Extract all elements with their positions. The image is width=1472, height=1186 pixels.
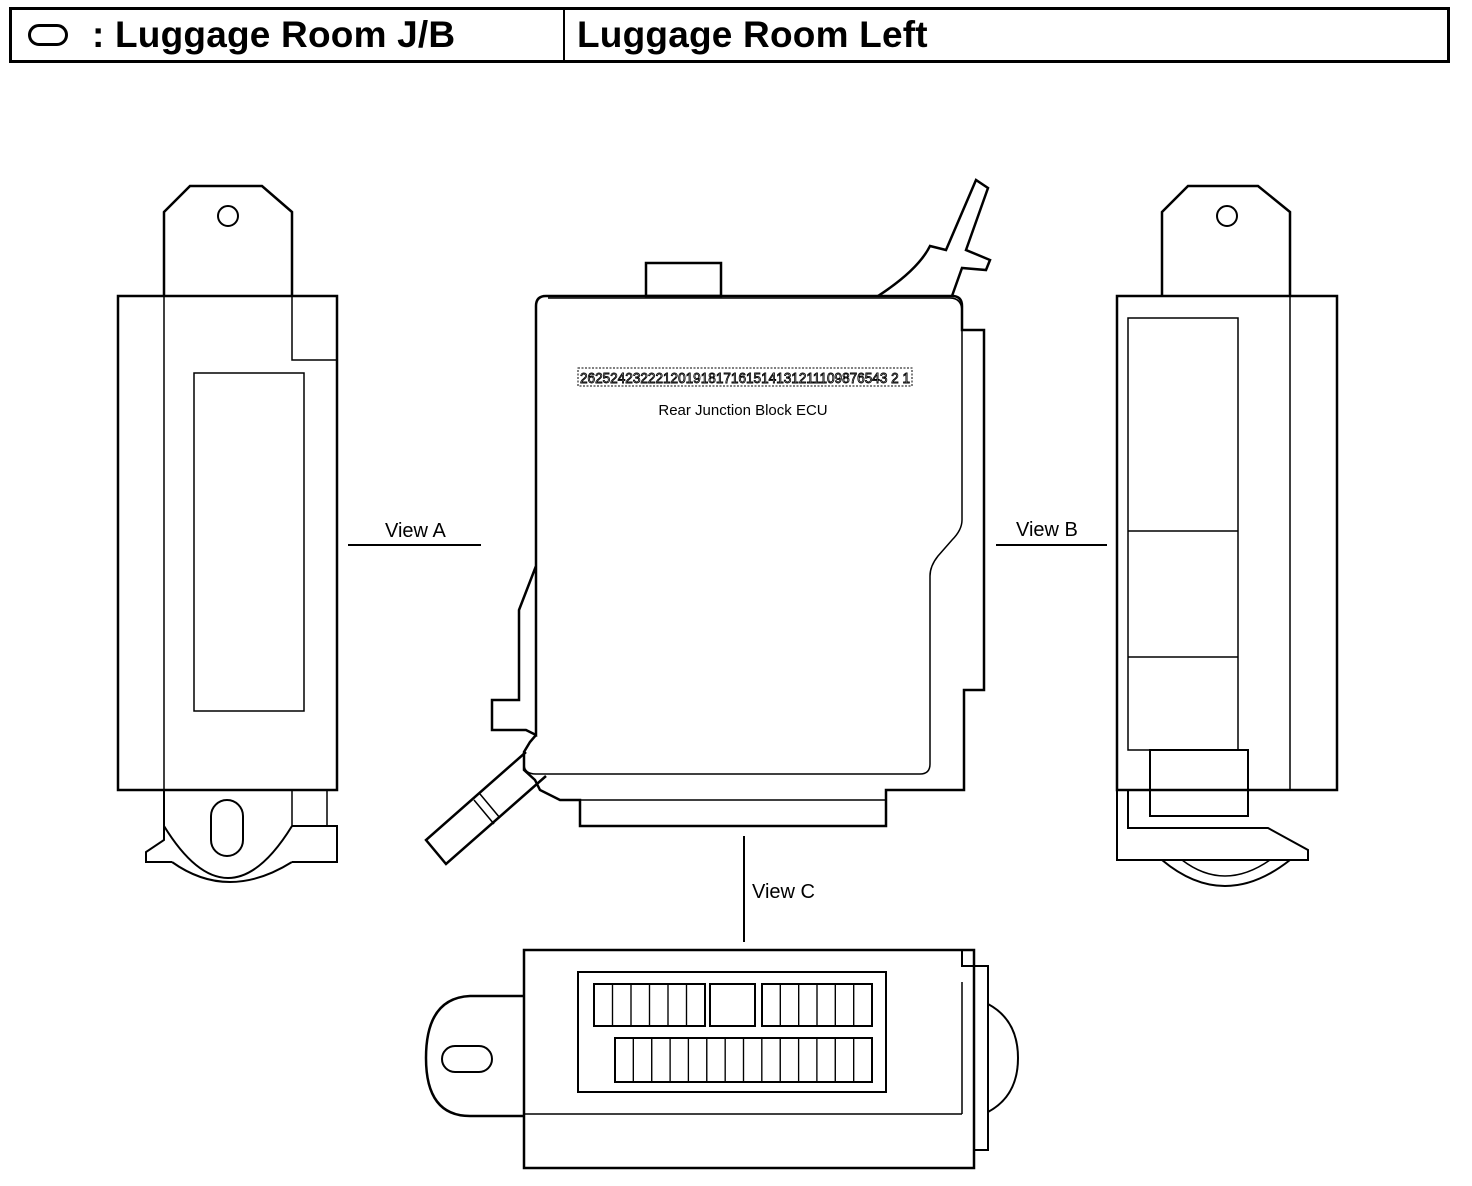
header-bar: : Luggage Room J/B Luggage Room Left — [9, 7, 1450, 63]
view-b-label: View B — [1016, 519, 1078, 541]
lower-cavity — [614, 1037, 634, 1083]
lower-cavity — [632, 1037, 653, 1083]
lower-cavity — [797, 1037, 818, 1083]
view-a-drawing — [116, 184, 339, 883]
view-c-connector-cavities — [593, 983, 873, 1083]
header-location-cell: : Luggage Room J/B — [12, 10, 565, 60]
upper-right-cavity — [834, 983, 855, 1027]
upper-right-cavity — [853, 983, 873, 1027]
lower-cavity — [834, 1037, 855, 1083]
lower-cavity — [779, 1037, 800, 1083]
lower-cavity — [816, 1037, 836, 1083]
upper-right-cavity — [779, 983, 800, 1027]
junction-block-title: : Luggage Room J/B — [92, 14, 456, 55]
upper-right-cavity — [798, 983, 818, 1027]
lower-cavity — [669, 1037, 690, 1083]
view-c-drawing — [424, 948, 1020, 1170]
lower-cavity — [651, 1037, 671, 1083]
upper-left-cavity — [630, 983, 651, 1027]
lower-cavity — [706, 1037, 726, 1083]
upper-left-cavity — [685, 983, 706, 1027]
upper-left-cavity — [593, 983, 614, 1027]
lower-cavity — [687, 1037, 708, 1083]
lower-cavity — [742, 1037, 763, 1083]
upper-middle-cavity — [709, 983, 756, 1027]
ecu-pin-numbers: 2625242322212019181716151413121110987654… — [580, 371, 910, 387]
view-b-drawing — [1115, 184, 1339, 887]
upper-left-cavity — [648, 983, 669, 1027]
view-c-label: View C — [752, 881, 815, 903]
ecu-main-body — [424, 178, 992, 866]
lower-cavity — [724, 1037, 745, 1083]
upper-right-cavity — [816, 983, 836, 1027]
view-a-label: View A — [385, 520, 446, 542]
header-position-cell: Luggage Room Left — [565, 10, 1447, 60]
upper-left-cavity — [611, 983, 632, 1027]
upper-right-cavity — [761, 983, 781, 1027]
oval-connector-icon — [28, 24, 68, 46]
position-title: Luggage Room Left — [577, 14, 928, 55]
upper-left-cavity — [667, 983, 688, 1027]
ecu-label: Rear Junction Block ECU — [658, 402, 827, 419]
lower-cavity — [761, 1037, 781, 1083]
lower-cavity — [853, 1037, 873, 1083]
